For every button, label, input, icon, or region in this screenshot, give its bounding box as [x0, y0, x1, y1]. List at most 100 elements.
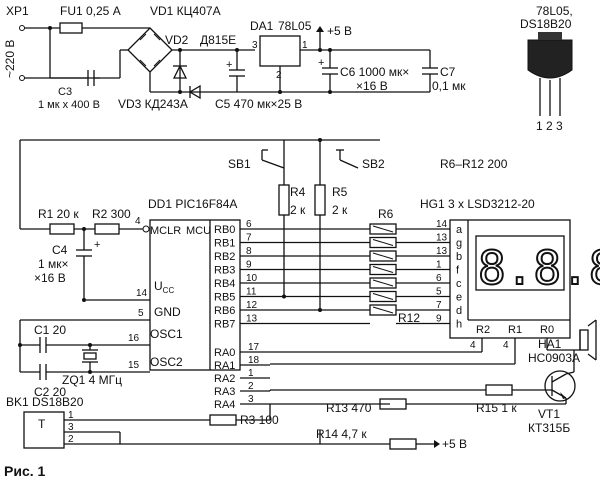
bk1-label: BK1 DS18B20 [6, 395, 84, 409]
c4-value-2: ×16 В [34, 271, 66, 285]
resistor-hatch-1 [372, 239, 394, 246]
da1-type: 78L05 [278, 19, 312, 33]
c4-value-1: 1 мк× [38, 257, 69, 271]
port-pin-5: 11 [246, 287, 257, 298]
plus5-top-label: +5 В [327, 24, 352, 38]
seg-name-e: e [456, 292, 462, 304]
c4-label: C4 [52, 243, 68, 257]
vt1-label: VT1 [538, 407, 560, 421]
crystal-zq1 [82, 345, 98, 372]
resistor-hatch-4 [372, 279, 394, 287]
port-pin-0: 6 [246, 219, 252, 230]
c7-value: 0,1 мк [432, 79, 466, 93]
plus5-bot-label: +5 В [442, 437, 467, 451]
svg-text:15: 15 [128, 360, 140, 371]
seg-pin-3: 1 [436, 260, 442, 271]
port-ra4: RA4 [214, 399, 235, 411]
xp1-label: XP1 [6, 4, 29, 18]
r5-label: R5 [332, 185, 348, 199]
sensor-pin-3: 3 [68, 422, 74, 433]
resistor-r3 [209, 414, 237, 426]
c7-label: C7 [440, 65, 456, 79]
resistor-r5 [314, 184, 326, 216]
porta-pin-3: 2 [248, 381, 254, 392]
display-hg1 [449, 219, 571, 339]
r4-value: 2 к [290, 203, 306, 217]
buzzer-ha1 [579, 329, 589, 351]
r2-label: R2 300 [92, 207, 131, 221]
sb1-label: SB1 [228, 157, 251, 171]
button-sb1 [261, 140, 285, 175]
pkg-title-1: 78L05, [536, 4, 573, 18]
port-pin-4: 10 [246, 273, 258, 284]
regulator-da1 [259, 35, 301, 67]
port-rb7: RB7 [214, 319, 235, 331]
c6-label: C6 1000 мк× [340, 65, 409, 79]
display-digits: 8.8.8 [478, 241, 600, 295]
resistor-hatch-0 [372, 225, 394, 233]
c2-label: C2 20 [34, 385, 66, 399]
osc1-label: OSC1 [150, 327, 183, 341]
port-rb5: RB5 [214, 292, 235, 304]
port-rb6: RB6 [214, 305, 235, 317]
resistor-r1 [49, 223, 75, 235]
da1-label: DA1 [250, 19, 274, 33]
ha1-type: HC0903A [528, 351, 580, 365]
mclr-label: MCLR [150, 225, 181, 237]
resistor-hatch-3 [372, 266, 394, 273]
svg-text:4: 4 [470, 340, 476, 351]
r5-value: 2 к [332, 203, 348, 217]
hg1-pin-r1: R1 [508, 324, 522, 336]
c3-label: C3 [58, 86, 72, 98]
mcu-label: MCU [186, 225, 211, 237]
svg-text:4: 4 [135, 216, 141, 227]
seg-name-h: h [456, 319, 462, 331]
diode-vd3 [188, 84, 201, 100]
fu1-label: FU1 0,25 А [60, 4, 121, 18]
transistor-vt1 [544, 370, 576, 402]
seg-pin-2: 13 [436, 246, 448, 257]
resistor-r4 [278, 184, 290, 216]
ucc-label: UCC [154, 279, 174, 295]
to92-package-icon [527, 32, 573, 116]
button-sb2 [319, 140, 359, 175]
resistor-hatch-5 [372, 293, 394, 300]
vd2-type: Д815Е [200, 33, 236, 47]
sensor-bk1 [23, 411, 65, 449]
r6-r12-label: R6–R12 200 [440, 157, 508, 171]
vd1-label: VD1 КЦ407А [150, 4, 221, 18]
seg-pin-4: 6 [436, 273, 442, 284]
r15-label: R15 1 к [476, 401, 517, 415]
zener-vd2 [172, 64, 188, 79]
svg-text:4: 4 [503, 340, 509, 351]
seg-name-f: f [456, 265, 460, 277]
vd2-label: VD2 [165, 33, 189, 47]
porta-pin-2: 1 [248, 368, 254, 379]
c6-value: ×16 В [356, 79, 388, 93]
port-pin-3: 9 [246, 260, 252, 271]
r12-label: R12 [398, 311, 420, 325]
sb2-label: SB2 [362, 157, 385, 171]
vd3-label: VD3 КД243А [118, 97, 188, 111]
figure-caption: Рис. 1 [4, 463, 46, 479]
svg-text:+: + [94, 239, 100, 251]
mains-label: ~220 В [3, 40, 17, 78]
port-pin-7: 13 [246, 314, 258, 325]
pkg-title-2: DS18B20 [520, 17, 572, 31]
r14-label: R14 4,7 к [316, 427, 367, 441]
svg-text:16: 16 [128, 333, 140, 344]
porta-pin-0: 17 [248, 342, 260, 353]
sensor-pin-2: 2 [68, 434, 74, 445]
porta-pin-1: 18 [248, 355, 260, 366]
port-ra2: RA2 [214, 373, 235, 385]
svg-text:+: + [318, 57, 324, 69]
port-rb3: RB3 [214, 265, 235, 277]
port-ra3: RA3 [214, 386, 235, 398]
seg-name-a: a [456, 224, 463, 236]
port-rb1: RB1 [214, 238, 235, 250]
